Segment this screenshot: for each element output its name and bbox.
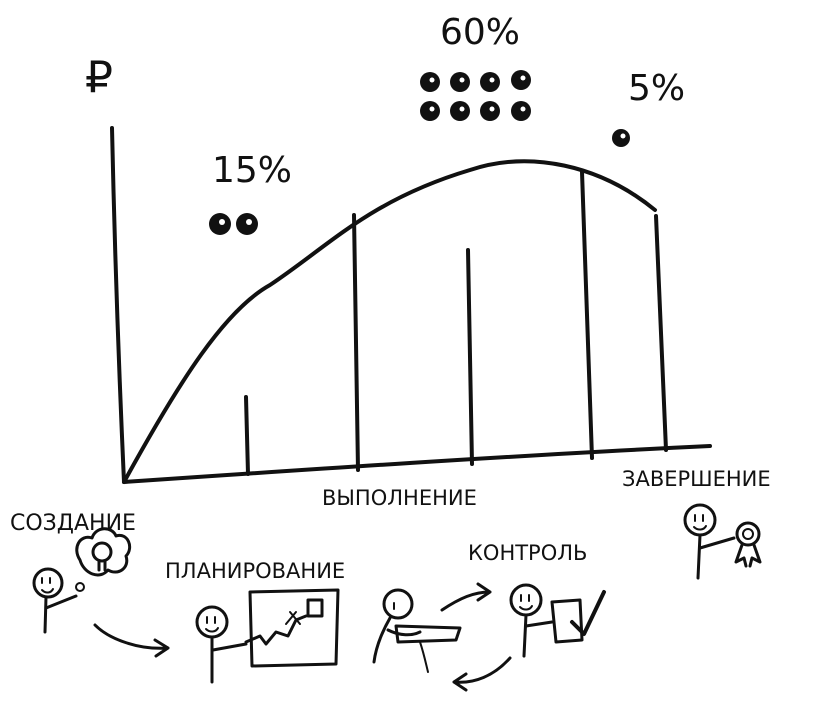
worker-figure-icon xyxy=(372,588,462,673)
coin-icon xyxy=(450,101,470,121)
chart-axes xyxy=(110,126,712,484)
planner-figure-icon xyxy=(195,605,248,684)
flow-arrow-icon xyxy=(452,656,512,692)
share-early-label: 15% xyxy=(212,150,292,191)
coins-early xyxy=(209,213,258,235)
coin-icon xyxy=(480,101,500,121)
coins-middle xyxy=(420,70,531,121)
creator-figure-icon xyxy=(32,567,78,634)
phase-label-control: КОНТРОЛЬ xyxy=(468,541,587,565)
coin-icon xyxy=(480,72,500,92)
phase-label-execution: ВЫПОЛНЕНИЕ xyxy=(322,486,477,510)
x-axis xyxy=(122,444,712,484)
divider-line xyxy=(244,395,250,476)
coin-icon xyxy=(511,70,531,90)
currency-symbol-label: ₽ xyxy=(85,52,113,103)
flow-arrow-icon xyxy=(440,582,492,612)
coin-icon xyxy=(420,72,440,92)
divider-line xyxy=(580,170,594,460)
coin-icon xyxy=(450,72,470,92)
coin-icon xyxy=(420,101,440,121)
phase-label-creation: СОЗДАНИЕ xyxy=(10,511,136,536)
phase-label-planning: ПЛАНИРОВАНИЕ xyxy=(165,559,345,583)
phase-label-completion: ЗАВЕРШЕНИЕ xyxy=(622,467,771,491)
finisher-figure-icon xyxy=(683,503,736,580)
planning-board-icon xyxy=(244,588,340,668)
phase-dividers xyxy=(244,170,668,476)
divider-line xyxy=(466,248,474,466)
divider-line xyxy=(654,214,668,452)
idea-bubble-icon xyxy=(75,527,132,592)
share-late-label: 5% xyxy=(628,68,685,109)
checklist-board-icon xyxy=(550,590,606,644)
divider-line xyxy=(352,213,360,472)
coin-icon xyxy=(511,101,531,121)
coins-late xyxy=(612,129,630,147)
y-axis xyxy=(110,126,126,484)
share-middle-label: 60% xyxy=(440,12,520,53)
award-medal-icon xyxy=(734,521,762,568)
flow-arrow-icon xyxy=(93,623,170,658)
coin-icon xyxy=(612,129,630,147)
controller-figure-icon xyxy=(509,583,554,658)
cost-curve xyxy=(122,159,657,484)
